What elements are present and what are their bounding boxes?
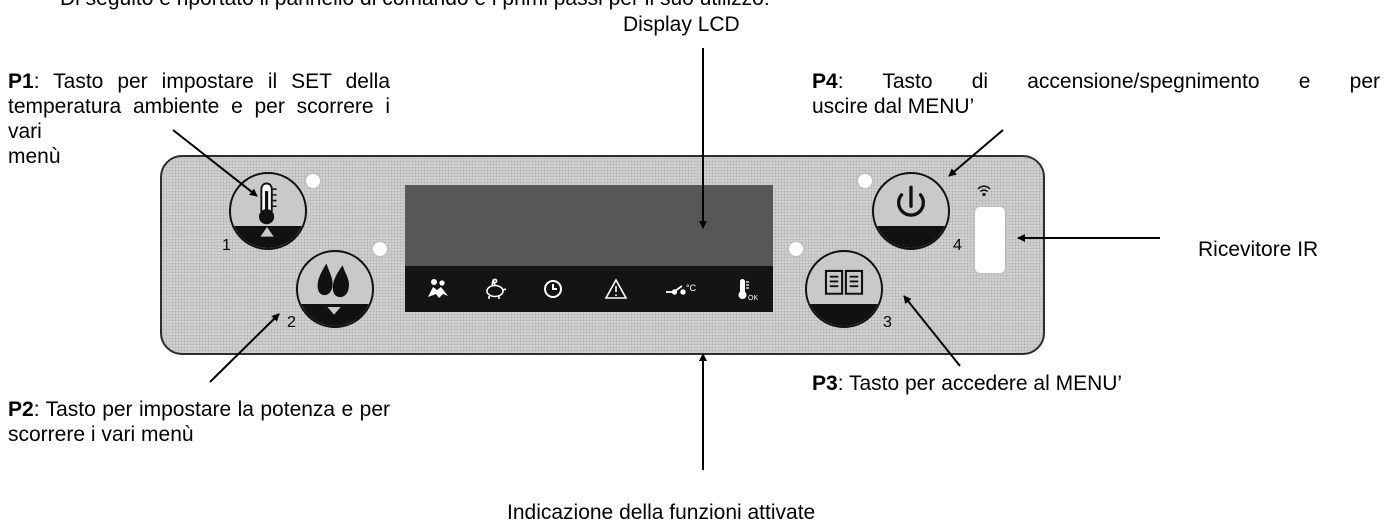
clock-icon <box>540 276 566 302</box>
p4-label: P4: Tasto di accensione/spegnimento e pe… <box>812 69 1380 119</box>
thermometer-ok-icon: OK <box>734 276 760 302</box>
led-p1 <box>305 173 321 189</box>
p2-label: P2: Tasto per impostare la potenza e per… <box>8 397 390 447</box>
p4-line2: uscire dal MENU’ <box>812 95 975 118</box>
display-lcd-label: Display LCD <box>623 13 740 36</box>
button-number-4: 4 <box>953 237 962 254</box>
wireless-icon <box>977 185 991 197</box>
p4-line1: : Tasto di accensione/spegnimento e per <box>837 70 1380 93</box>
p1-line3: menù <box>8 145 61 168</box>
p1-line1: : Tasto per impostare il SET della <box>33 70 390 93</box>
p3-key: P3 <box>812 372 838 395</box>
power-icon <box>897 185 925 217</box>
p4-button[interactable] <box>872 172 950 250</box>
piggy-bank-icon <box>482 276 508 302</box>
led-p4 <box>857 173 873 189</box>
people-icon <box>425 276 451 302</box>
thermometer-up-icon <box>258 182 277 237</box>
p1-line2: temperatura ambiente e per scorrere i va… <box>8 95 390 143</box>
functions-label: Indicazione della funzioni attivate <box>507 501 816 524</box>
button-number-1: 1 <box>222 237 231 254</box>
p1-button[interactable] <box>229 172 307 250</box>
p3-text: : Tasto per accedere al MENU’ <box>837 372 1123 395</box>
p2-button[interactable] <box>296 250 374 328</box>
led-p2 <box>372 241 388 257</box>
warning-icon <box>603 276 629 302</box>
ir-receiver-label: Ricevitore IR <box>1198 238 1319 261</box>
button-number-3: 3 <box>883 314 892 331</box>
p2-key: P2 <box>8 398 34 421</box>
p3-button[interactable] <box>805 250 883 328</box>
flames-down-icon <box>317 263 350 315</box>
thermostat-unit-text: °C <box>686 283 696 293</box>
led-p3 <box>788 241 804 257</box>
p1-key: P1 <box>8 70 34 93</box>
book-menu-icon <box>824 269 864 295</box>
p1-label: P1: Tasto per impostare il SET della tem… <box>8 69 390 169</box>
p3-label: P3: Tasto per accedere al MENU’ <box>812 371 1122 396</box>
button-number-2: 2 <box>287 314 296 331</box>
p2-line2: scorrere i vari menù <box>8 423 194 446</box>
p2-line1: : Tasto per impostare la potenza e per <box>33 398 390 421</box>
lcd-indicator-bar <box>405 266 773 312</box>
ok-text: OK <box>748 295 758 302</box>
intro-text-partial: Di seguito è riportato il pannello di co… <box>60 0 770 11</box>
p4-key: P4 <box>812 70 838 93</box>
ir-receiver-window <box>974 206 1006 274</box>
thermostat-switch-icon: °C <box>664 276 696 302</box>
